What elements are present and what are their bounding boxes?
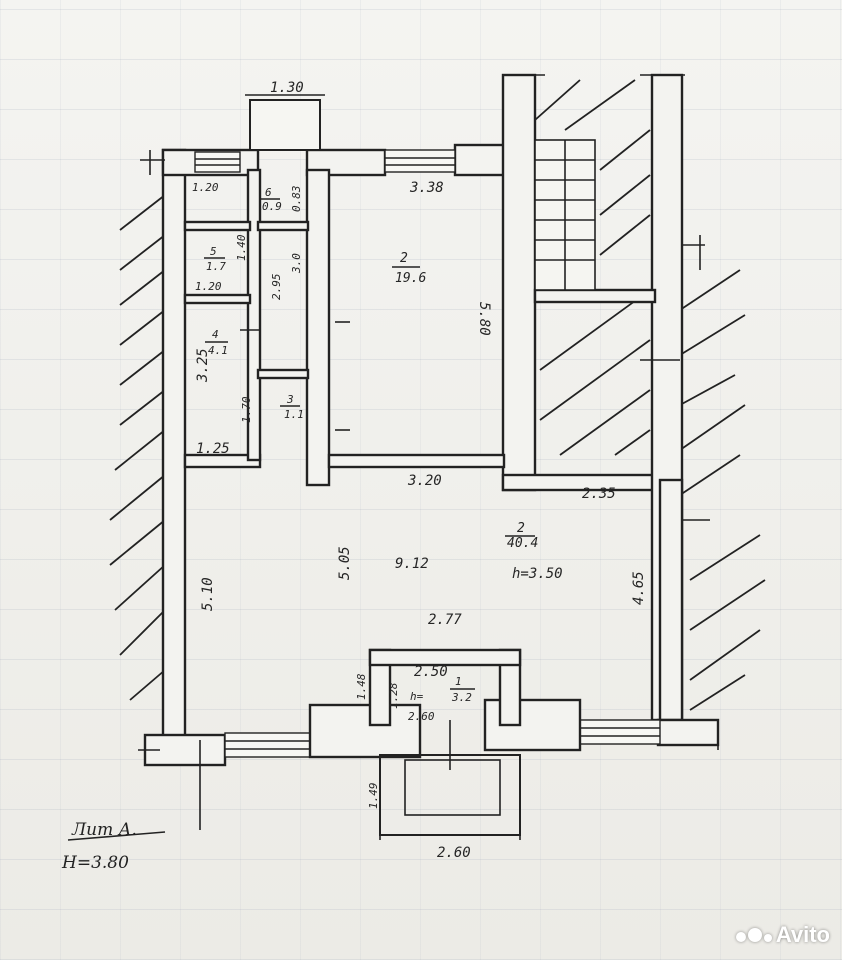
avito-watermark: Avito (735, 922, 830, 948)
room6-number: 6 (265, 186, 272, 199)
dim-small-g: 1.20 (195, 280, 222, 293)
hatching-left (109, 194, 166, 701)
hatching-right (679, 269, 766, 711)
dim-steps-width: 2.60 (437, 845, 471, 861)
entry-height-label: h= (410, 690, 424, 703)
dim-hall-right: 4.65 (631, 571, 647, 605)
top-porch (245, 94, 325, 151)
caption: Лит А. H=3.80 (61, 820, 166, 873)
room4-area: 4.1 (208, 344, 228, 357)
dim-hall-width: 9.12 (395, 556, 429, 572)
dim-entry-b: 2.50 (414, 664, 448, 680)
interior-walls (183, 168, 657, 487)
caption-line2: H=3.80 (61, 853, 129, 873)
dim-corridor: 3.20 (407, 473, 442, 489)
room-labels: 2 19.6 4 4.1 5 1.7 3 1.1 6 2 40.4 h=3.50… (204, 186, 563, 704)
room2-area: 19.6 (395, 271, 426, 286)
room2-number: 2 (400, 251, 408, 266)
dim-entry-d: 1.28 (387, 682, 400, 709)
entry-area: 3.2 (451, 691, 472, 704)
avito-logo-icon (735, 928, 772, 942)
dim-room4-side: 3.25 (195, 348, 211, 383)
dim-entry-a: 2.77 (428, 612, 462, 628)
entry-number: 1 (455, 675, 462, 688)
dimension-labels: 1.30 3.38 1.20 0.9 0.83 1.40 2.95 3.0 1.… (192, 80, 647, 861)
hall-height: h=3.50 (512, 566, 563, 582)
hall-area: 40.4 (507, 536, 538, 551)
room5-number: 5 (210, 245, 217, 258)
stair-hatching (534, 79, 651, 456)
dim-small-b: 0.9 (262, 200, 282, 213)
dim-room2-side: 5.80 (476, 302, 492, 336)
leader-lines (199, 740, 521, 840)
dim-room3-side: 1.70 (240, 396, 253, 423)
dim-entry-h: 2.60 (408, 710, 435, 723)
dim-room2-top: 3.38 (409, 180, 444, 196)
dim-small-c: 0.83 (290, 186, 303, 213)
room5-area: 1.7 (206, 260, 226, 273)
avito-wordmark: Avito (775, 922, 830, 947)
dim-hall-left: 5.10 (200, 577, 216, 611)
room3-number: 3 (286, 393, 294, 406)
dim-hall-mid: 5.05 (337, 546, 353, 580)
room4-number: 4 (212, 328, 219, 341)
dim-small-a: 1.20 (192, 181, 219, 194)
stairs (534, 139, 596, 291)
tick-marks (138, 74, 719, 770)
bottom-wall (308, 648, 582, 759)
dim-small-f: 3.0 (290, 253, 303, 274)
dim-entry-c: 1.48 (355, 673, 368, 700)
room3-area: 1.1 (284, 408, 304, 421)
windows (194, 149, 661, 758)
dim-small-d: 1.40 (235, 234, 248, 261)
dim-hall-right-top: 2.35 (582, 486, 616, 502)
dim-steps-depth: 1.49 (367, 783, 380, 810)
dim-room4-bottom: 1.25 (196, 441, 230, 457)
hall-number: 2 (517, 521, 525, 536)
dim-small-e: 2.95 (270, 274, 283, 301)
dim-porch-top: 1.30 (270, 80, 304, 96)
